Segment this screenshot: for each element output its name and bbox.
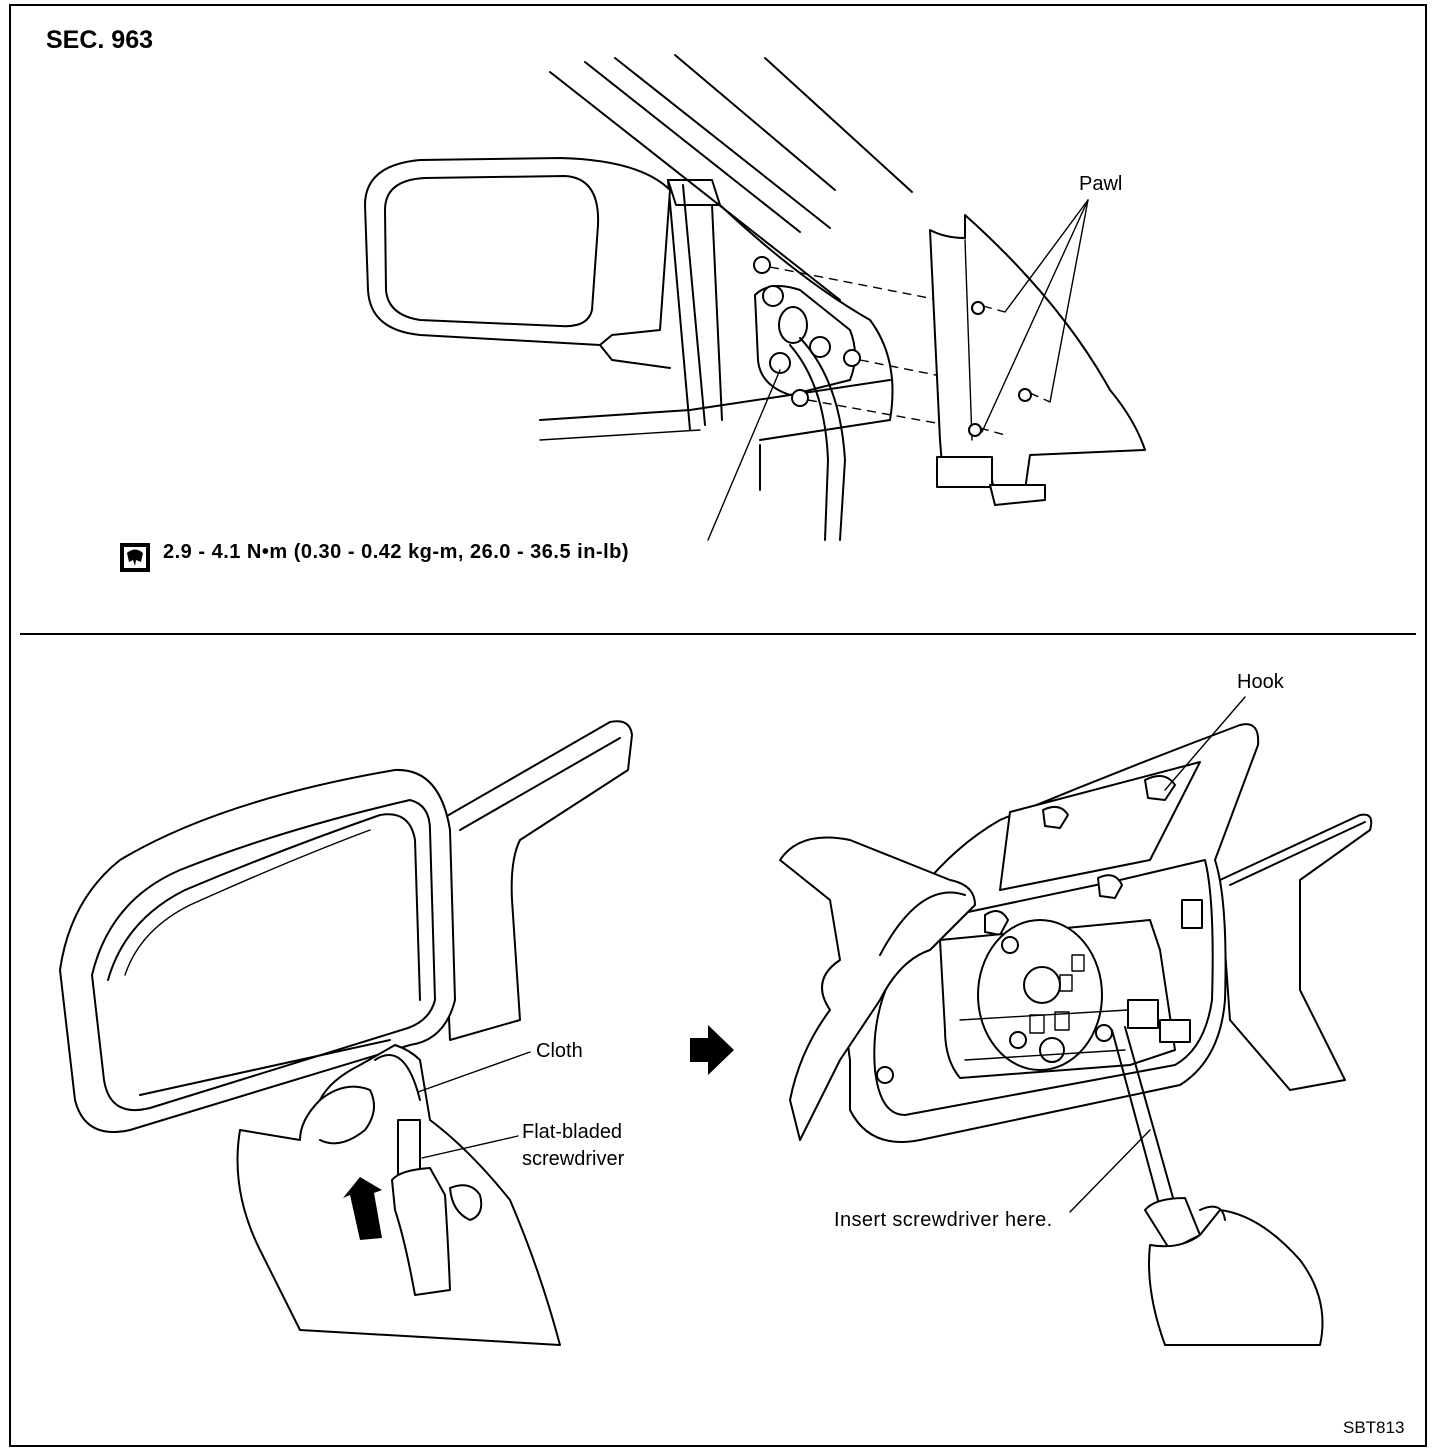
pawl-leader-1	[1004, 199, 1089, 313]
torque-spec: 2.9 - 4.1 N•m (0.30 - 0.42 kg-m, 26.0 - …	[163, 541, 630, 563]
screwdriver-leader	[421, 1135, 519, 1159]
figure-code: SBT813	[1343, 1418, 1405, 1437]
hook-leader	[1164, 696, 1246, 791]
mirror-removal-left-illustration	[59, 720, 633, 1346]
section-number: SEC. 963	[46, 26, 154, 54]
torque-leader	[707, 369, 781, 541]
up-arrow-icon	[343, 1177, 382, 1240]
outer-border	[9, 4, 1427, 1447]
pawl-callout: Pawl	[1079, 173, 1123, 195]
cloth-callout: Cloth	[536, 1040, 583, 1062]
pawl-leader-2	[1049, 199, 1089, 403]
pawl-leader-3	[981, 199, 1089, 433]
flat-bladed-callout-line1: Flat-bladed	[522, 1121, 623, 1143]
insert-leader	[1069, 1129, 1151, 1213]
torque-wrench-icon	[120, 543, 150, 572]
hook-callout: Hook	[1237, 671, 1284, 693]
top-illustration	[364, 54, 1146, 541]
cloth-leader	[417, 1051, 531, 1093]
insert-screwdriver-callout: Insert screwdriver here.	[834, 1209, 1053, 1231]
right-arrow-icon	[690, 1025, 734, 1075]
flat-bladed-callout-line2: screwdriver	[522, 1148, 625, 1170]
mirror-removal-right-illustration	[779, 723, 1373, 1346]
